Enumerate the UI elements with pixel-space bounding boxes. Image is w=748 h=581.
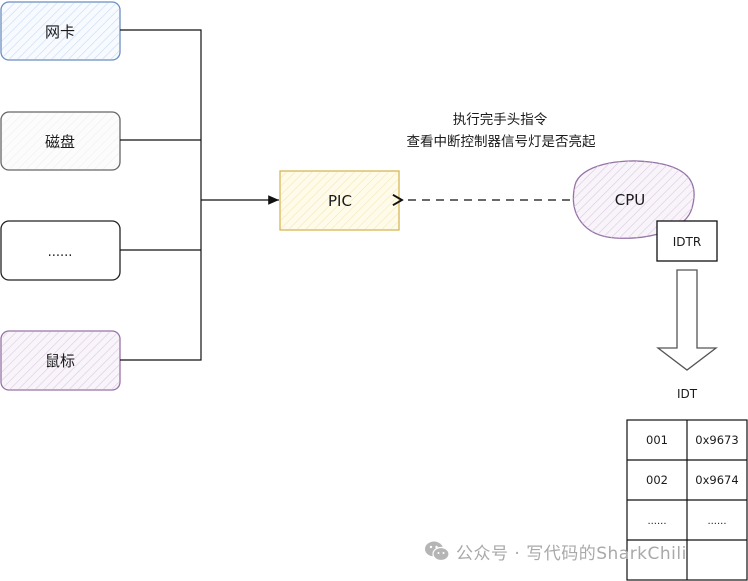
idtr-box: IDTR (656, 220, 718, 262)
device-mouse-label: 鼠标 (45, 352, 75, 370)
device-mouse: 鼠标 (0, 330, 121, 391)
idt-table (626, 419, 748, 581)
device-bus-connectors (120, 29, 279, 361)
annotation-line-2: 查看中断控制器信号灯是否亮起 (407, 133, 596, 150)
pic-box: PIC (279, 170, 400, 231)
idtr-label: IDTR (673, 235, 701, 249)
idt-row-1-address: 0x9673 (695, 433, 738, 447)
pic-label: PIC (328, 192, 352, 210)
idt-row-1-vector: 001 (646, 433, 668, 447)
device-disk: 磁盘 (0, 111, 121, 171)
idt-row-2-vector: 002 (646, 473, 668, 487)
device-other-label: ...... (48, 245, 73, 260)
cpu-label: CPU (615, 191, 646, 209)
watermark-text: 公众号 · 写代码的SharkChili (456, 543, 687, 564)
idt-rows: 001 0x9673 002 0x9674 ...... ...... (646, 433, 739, 527)
device-nic: 网卡 (0, 1, 121, 61)
watermark: 公众号 · 写代码的SharkChili (424, 537, 687, 565)
annotation-line-1: 执行完手头指令 (453, 112, 548, 128)
idt-row-3-address: ...... (707, 516, 726, 527)
idt-title: IDT (677, 387, 698, 401)
idt-row-3-vector: ...... (647, 516, 666, 527)
device-other: ...... (0, 220, 121, 281)
cpu-ellipse: CPU (572, 160, 695, 239)
down-arrow-icon (656, 269, 718, 371)
idt-row-2-address: 0x9674 (695, 473, 738, 487)
device-nic-label: 网卡 (45, 23, 75, 41)
wechat-icon (424, 540, 450, 562)
device-disk-label: 磁盘 (45, 133, 75, 151)
